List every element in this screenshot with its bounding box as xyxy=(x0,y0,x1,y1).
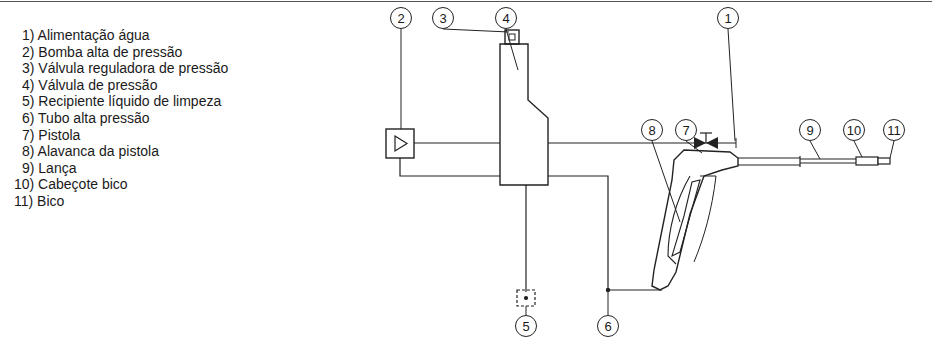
callout-circle: 6 xyxy=(597,315,619,337)
callout-number: 9 xyxy=(806,124,813,137)
callout-circle: 9 xyxy=(799,119,821,141)
part-legend-item: 1) Alimentação água xyxy=(22,27,150,43)
part-legend-item: 2) Bomba alta de pressão xyxy=(22,44,182,60)
part-legend-item: 7) Pistola xyxy=(22,127,80,143)
callout-number: 3 xyxy=(439,12,446,25)
callout-circle: 10 xyxy=(843,119,865,141)
part-legend-item: 4) Válvula de pressão xyxy=(22,77,157,93)
callout-number: 10 xyxy=(847,124,861,137)
callout-number: 8 xyxy=(648,124,655,137)
callout-circle: 4 xyxy=(495,7,517,29)
callout-number: 2 xyxy=(397,12,404,25)
callout-circle: 5 xyxy=(515,315,537,337)
callout-number: 7 xyxy=(682,124,689,137)
callout-circle: 11 xyxy=(883,119,905,141)
part-legend-item: 8) Alavanca da pistola xyxy=(22,143,159,159)
callout-circle: 2 xyxy=(390,7,412,29)
part-legend-item: 6) Tubo alta pressão xyxy=(22,110,150,126)
part-legend-item: 10) Cabeçote bico xyxy=(14,176,128,192)
callout-number: 6 xyxy=(604,320,611,333)
part-legend-item: 3) Válvula reguladora de pressão xyxy=(22,60,228,76)
callout-number: 11 xyxy=(887,124,901,137)
part-legend-item: 5) Recipiente líquido de limpeza xyxy=(22,93,221,109)
callout-circle: 7 xyxy=(675,119,697,141)
callout-number: 5 xyxy=(522,320,529,333)
callout-circle: 1 xyxy=(717,7,739,29)
callout-number: 1 xyxy=(724,12,731,25)
callout-circle: 8 xyxy=(641,119,663,141)
part-legend-item: 9) Lança xyxy=(22,160,76,176)
part-legend-item: 11) Bico xyxy=(14,193,64,209)
callout-circle: 3 xyxy=(432,7,454,29)
callout-number: 4 xyxy=(502,12,509,25)
